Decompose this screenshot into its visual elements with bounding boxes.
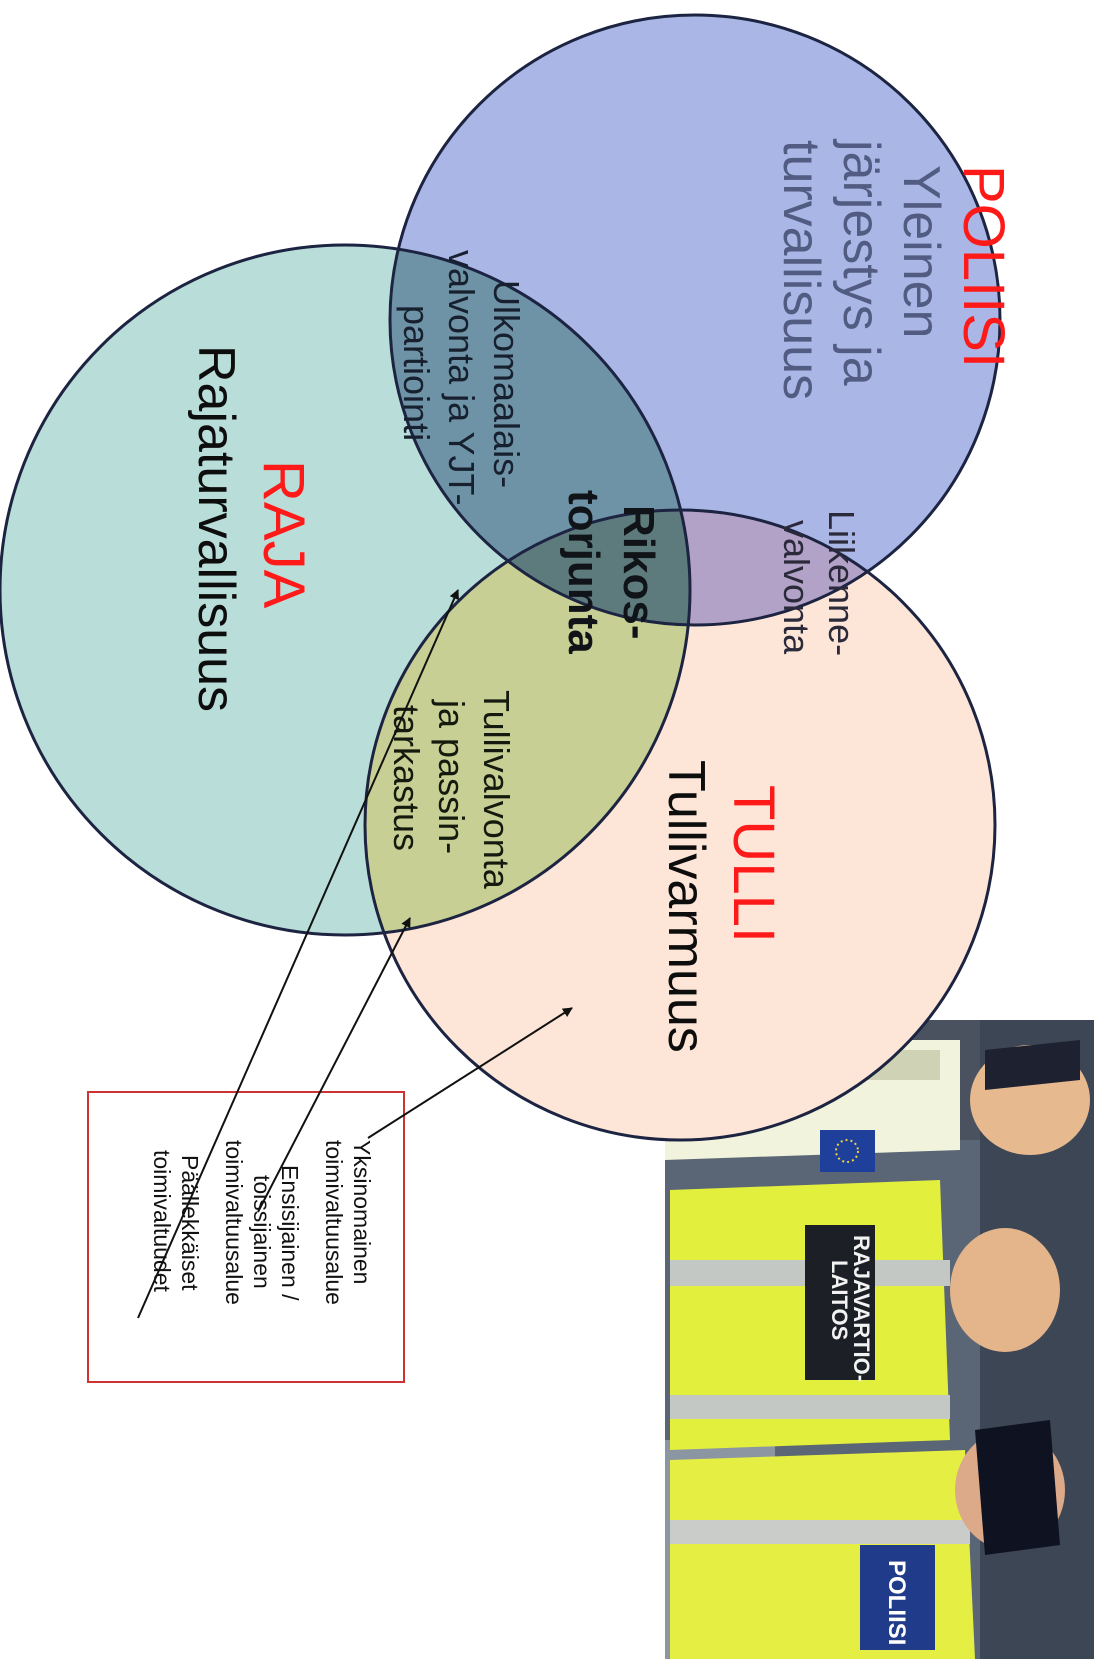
legend-item-2-line-3: toimivaltuusalue [221,1140,247,1305]
police-desc-line-3: turvallisuus [772,140,830,400]
poliisi-badge [860,1545,935,1650]
police-border-line-2: valvonta ja YJT- [441,250,482,505]
legend-item-2-line-2: toissijainen [249,1175,275,1289]
center-line-1: Rikos- [614,505,663,639]
legend-item-3-line-1: Päällekkäiset [177,1155,203,1291]
police-border-line-1: Ulkomaalais- [486,280,527,488]
border-name: RAJA [251,460,316,609]
rajavartiolaitos-badge-line-2: LAITOS [827,1260,852,1340]
rajavartiolaitos-badge [805,1225,875,1380]
customs-border-overlap [365,510,690,935]
customs-border-line-1: Tullivalvonta [476,690,517,890]
legend-box [87,1091,405,1383]
border-desc: Rajaturvallisuus [187,345,245,712]
legend-item-1-line-1: Yksinomainen [349,1140,375,1284]
police-desc-line-1: Yleinen [892,165,950,338]
border-circle-outline [0,243,692,937]
police-customs-line-1: Liikenne- [821,510,862,656]
center-line-2: torjunta [559,490,608,654]
police-border-overlap [390,245,690,625]
arrow-exclusive [367,1007,573,1139]
customs-border-line-2: ja passin- [431,699,472,854]
police-circle-outline [388,13,1002,627]
police-name: POLIISI [951,165,1016,368]
legend-item-1-line-2: toimivaltuusalue [321,1140,347,1305]
eu-flag-icon [820,1130,875,1172]
rajavartiolaitos-badge-line-1: RAJAVARTIO- [849,1235,874,1382]
customs-border-line-3: tarkastus [386,705,427,851]
customs-name: TULLI [721,785,786,943]
police-desc-line-2: järjestys ja [832,138,890,386]
poliisi-badge-text: POLIISI [883,1560,910,1645]
arrow-overlapping [137,589,459,1319]
customs-desc: Tullivarmuus [657,760,715,1053]
police-border-line-3: partiointi [396,305,437,441]
legend-item-2-line-1: Ensisijainen / [277,1165,303,1301]
police-customs-line-2: valvonta [776,520,817,655]
arrow-primary-secondary [257,917,411,1213]
legend-item-3-line-2: toimivaltuudet [149,1150,175,1293]
